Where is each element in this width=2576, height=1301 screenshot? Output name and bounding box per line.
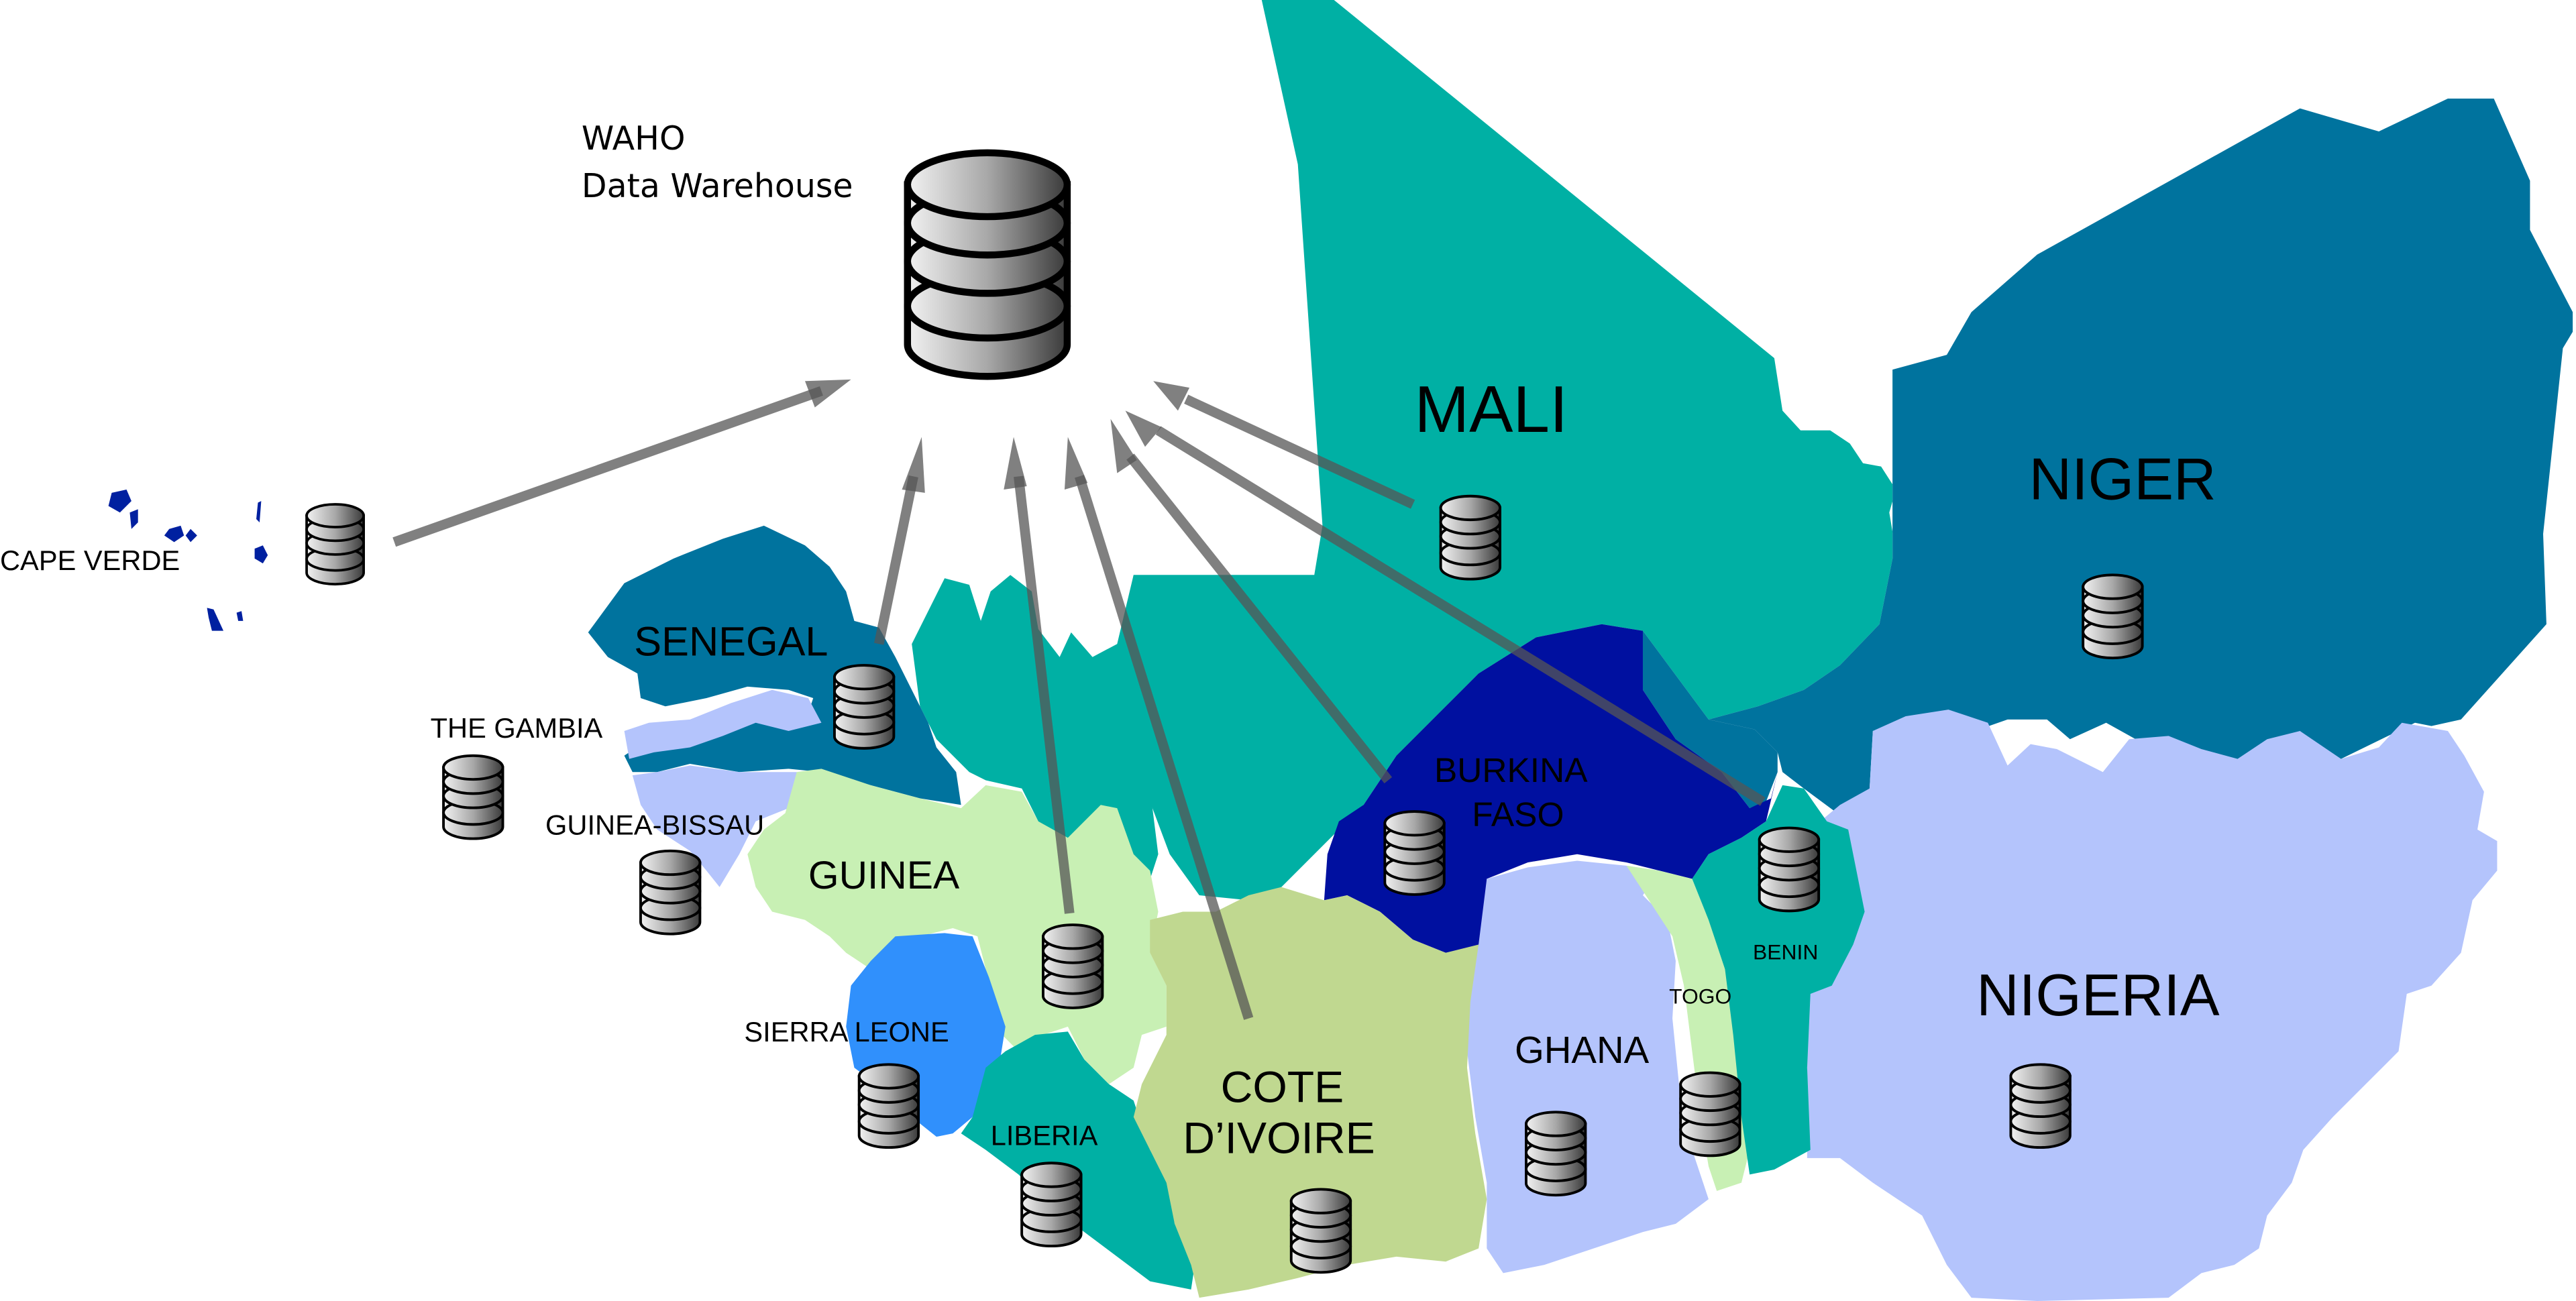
hub-database-icon[interactable] (908, 153, 1067, 376)
arrowhead-icon (1125, 410, 1162, 447)
country-shape-the-gambia[interactable] (624, 689, 822, 759)
arrow-benin-to-hub (1155, 426, 1766, 806)
sierra-leone-database-icon[interactable] (859, 1064, 918, 1147)
nigeria-database-icon[interactable] (2010, 1064, 2070, 1147)
label-cape-verde: CAPE VERDE (0, 545, 180, 576)
guinea-database-icon[interactable] (1043, 925, 1102, 1008)
label-guinea: GUINEA (808, 854, 960, 897)
label-nigeria: NIGERIA (1976, 962, 2220, 1028)
label-togo: TOGO (1669, 984, 1731, 1009)
label-sierra-leone: SIERRA LEONE (744, 1016, 949, 1048)
ghana-database-icon[interactable] (1526, 1112, 1585, 1195)
country-shape-mali-west[interactable] (912, 575, 1315, 945)
country-shape-mali[interactable] (1125, 0, 1972, 901)
label-burkina-faso-line1: BURKINA (1434, 750, 1588, 789)
the-gambia-database-icon[interactable] (443, 756, 502, 839)
arrow-guinea-to-hub (1014, 475, 1075, 914)
label-senegal: SENEGAL (634, 618, 828, 664)
niger-database-icon[interactable] (2083, 575, 2142, 658)
country-shape-liberia[interactable] (961, 1031, 1196, 1290)
liberia-database-icon[interactable] (1022, 1163, 1081, 1246)
country-shape-senegal[interactable] (588, 525, 961, 805)
country-shape-cape-verde[interactable] (108, 489, 268, 631)
country-shape-benin[interactable] (1692, 785, 1865, 1175)
cote-divoire-database-icon[interactable] (1291, 1189, 1350, 1272)
cape-verde-database-icon[interactable] (307, 504, 364, 584)
country-shape-cote-divoire[interactable] (1133, 887, 1487, 1298)
label-guinea-bissau: GUINEA-BISSAU (545, 809, 764, 840)
label-the-gambia: THE GAMBIA (431, 712, 603, 744)
label-ghana: GHANA (1515, 1029, 1650, 1071)
arrow-burkina-faso-to-hub (1126, 453, 1393, 784)
country-shape-guinea-bissau[interactable] (632, 765, 797, 887)
burkina-faso-database-icon[interactable] (1385, 811, 1444, 895)
label-burkina-faso-line2: FASO (1472, 795, 1564, 834)
country-shape-nigeria[interactable] (1803, 710, 2498, 1301)
senegal-database-icon[interactable] (835, 665, 894, 748)
label-liberia: LIBERIA (991, 1119, 1098, 1151)
hub-title-line2: Data Warehouse (582, 167, 853, 205)
arrow-senegal-to-hub (874, 475, 918, 645)
label-niger: NIGER (2029, 446, 2216, 512)
arrow-cape-verde-to-hub (392, 386, 823, 547)
country-shape-niger-southwest[interactable] (1642, 630, 1778, 809)
arrowhead-icon (902, 437, 925, 493)
arrowhead-icon (1110, 418, 1137, 473)
hub-title-line1: WAHO (582, 119, 686, 158)
arrowhead-icon (805, 379, 851, 408)
label-mali: MALI (1415, 372, 1568, 446)
arrowhead-icon (1153, 381, 1190, 411)
benin-database-icon[interactable] (1760, 828, 1819, 911)
country-shape-niger[interactable] (1708, 98, 2573, 822)
mali-database-icon[interactable] (1441, 496, 1500, 579)
guinea-bissau-database-icon[interactable] (641, 851, 700, 934)
arrowhead-icon (1004, 437, 1027, 490)
togo-database-icon[interactable] (1680, 1073, 1739, 1156)
label-cote-divoire-line1: COTE (1221, 1063, 1344, 1113)
arrowhead-icon (1064, 437, 1088, 490)
connection-arrows (392, 379, 1766, 1020)
arrow-cote-divoire-to-hub (1074, 475, 1254, 1020)
arrow-mali-to-hub (1184, 394, 1415, 509)
labels: WAHO Data Warehouse CAPE VERDE SENEGAL T… (0, 119, 2220, 1164)
label-cote-divoire-line2: D’IVOIRE (1183, 1114, 1375, 1164)
label-benin: BENIN (1753, 940, 1818, 964)
